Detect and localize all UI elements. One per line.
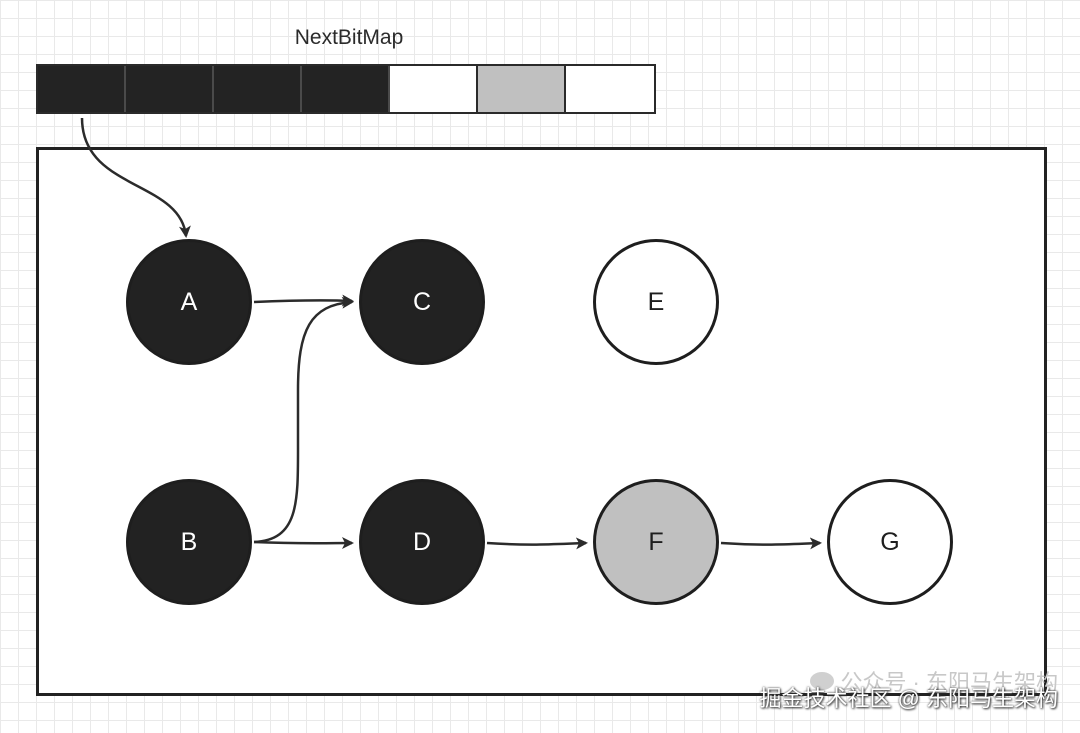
heap-region-box [36, 147, 1047, 696]
edge-a-to-c [253, 294, 354, 307]
edge-d-to-f [486, 537, 588, 550]
bitmap-title: NextBitMap [294, 26, 404, 49]
node-g: G [827, 479, 953, 605]
node-e: E [593, 239, 719, 365]
edge-f-to-g [720, 537, 822, 550]
next-bitmap [36, 64, 656, 114]
bitmap-cell-5 [390, 66, 478, 112]
bitmap-cell-7 [566, 66, 654, 112]
node-f: F [593, 479, 719, 605]
edge-b-to-d [253, 537, 354, 550]
bitmap-cell-3 [214, 66, 302, 112]
bitmap-cell-1 [38, 66, 126, 112]
watermark-line-2: 掘金技术社区 @ 东阳马生架构 [759, 686, 1058, 711]
bitmap-cell-6 [478, 66, 566, 112]
node-b: B [126, 479, 252, 605]
watermark-line-1-text: 公众号 · 东阳马生架构 [840, 670, 1058, 695]
watermark-line-1: 公众号 · 东阳马生架构 [810, 665, 1058, 697]
bitmap-cell-2 [126, 66, 214, 112]
edge-bitmap-to-a [80, 117, 191, 238]
node-c: C [359, 239, 485, 365]
watermark: 公众号 · 东阳马生架构 掘金技术社区 @ 东阳马生架构 [759, 665, 1058, 713]
node-d: D [359, 479, 485, 605]
wechat-icon [810, 672, 835, 690]
edge-b-to-c [253, 296, 354, 544]
bitmap-cell-4 [302, 66, 390, 112]
node-a: A [126, 239, 252, 365]
